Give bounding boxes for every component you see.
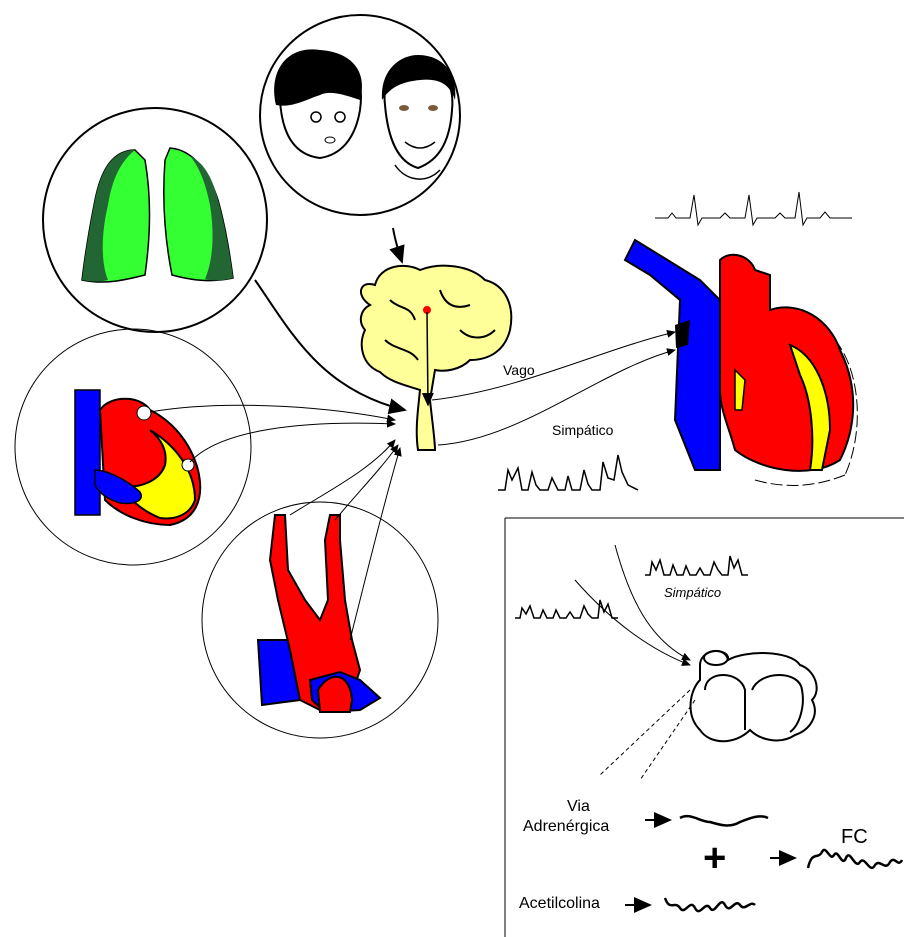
plus-sign: + [703, 838, 726, 878]
carotid-icon [258, 515, 380, 712]
heart-icon [625, 240, 857, 485]
acetilcolina-label: Acetilcolina [519, 895, 600, 913]
simpatico-inset-label: Simpático [664, 585, 721, 600]
carotid-circle [202, 502, 438, 738]
via-label: Via [567, 798, 590, 816]
faces-circle [260, 15, 460, 215]
adrenergica-label: Adrenérgica [523, 818, 609, 836]
brain-icon [361, 266, 511, 450]
sinus-node-icon [575, 545, 817, 780]
lungs-icon [82, 148, 233, 282]
fc-label: FC [841, 826, 868, 849]
heart-section-icon [75, 390, 200, 525]
lungs-circle [43, 108, 267, 332]
ecg-icon [655, 192, 852, 225]
vago-label: Vago [503, 362, 535, 378]
simpatico-label: Simpático [552, 422, 613, 438]
heart-receptor-circle [15, 329, 251, 565]
faces-icon [274, 49, 455, 179]
